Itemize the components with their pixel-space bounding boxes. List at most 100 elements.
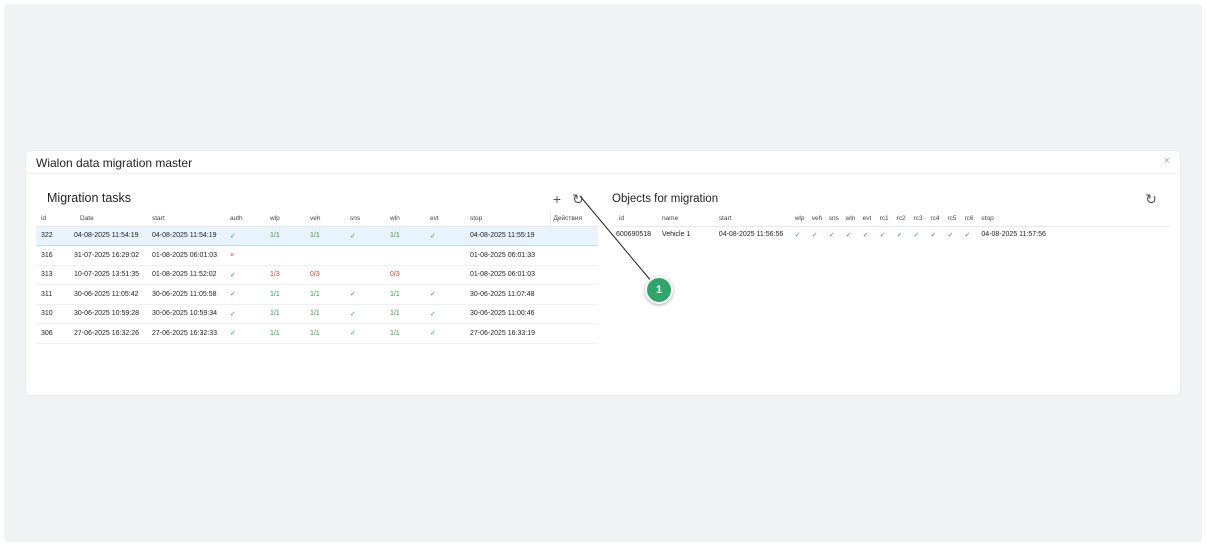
cell-rc1-check-icon: ✓	[879, 231, 886, 239]
refresh-tasks-icon[interactable]: ↻	[572, 190, 584, 207]
cell-rc2-check-icon: ✓	[896, 231, 903, 239]
cell-auth-check-icon: ✓	[230, 304, 270, 324]
col-header-rc3[interactable]: rc3	[913, 212, 931, 227]
col-header-rc5[interactable]: rc5	[947, 212, 965, 227]
cell-wlp: 1/1	[270, 304, 310, 324]
cell-actions	[550, 304, 598, 324]
cell-id: 306	[36, 323, 74, 344]
cell-start: 30-06-2025 10:59:34	[152, 304, 230, 324]
cell-evt-check-icon: ✓	[430, 304, 470, 324]
cell-id: 311	[36, 284, 74, 305]
cell-start: 04-08-2025 11:56:56	[718, 231, 784, 239]
cell-sns-check-icon: ✓	[350, 225, 390, 246]
col-header-veh[interactable]: veh	[811, 212, 829, 227]
table-row[interactable]: 306 27-06-2025 16:32:26 27-06-2025 16:32…	[36, 323, 598, 344]
cell-start: 01-08-2025 11:52:02	[152, 265, 230, 285]
table-row[interactable]: 600690518 Vehicle 1 04-08-2025 11:56:56 …	[616, 226, 1170, 243]
cell-wln	[390, 245, 430, 266]
col-header-rc4[interactable]: rc4	[930, 212, 948, 227]
cell-wln: 1/1	[390, 225, 430, 246]
col-header-wln[interactable]: wln	[390, 212, 430, 227]
cell-name: Vehicle 1	[661, 231, 691, 239]
cell-evt	[430, 245, 470, 266]
tasks-header-row: id Date start auth wlp veh sns wln evt s…	[36, 212, 598, 227]
cell-stop: 04-08-2025 11:55:19	[470, 225, 550, 246]
col-header-wlp[interactable]: wlp	[270, 212, 310, 227]
col-header-stop[interactable]: stop	[981, 212, 1170, 227]
col-header-date[interactable]: Date	[74, 212, 152, 227]
col-header-evt[interactable]: evt	[862, 212, 880, 227]
col-header-sns[interactable]: sns	[350, 212, 390, 227]
cell-actions	[550, 284, 598, 305]
cell-wlp-check-icon: ✓	[794, 231, 801, 239]
cell-auth-check-icon: ✓	[230, 265, 270, 285]
cell-wln: 0/3	[390, 265, 430, 285]
col-header-id[interactable]: id	[616, 212, 662, 227]
refresh-objects-icon[interactable]: ↻	[1145, 190, 1157, 207]
callout-badge: 1	[645, 276, 673, 304]
objects-header-row: id name start wlp veh sns wln evt rc1 rc…	[616, 212, 1170, 227]
cell-stop: 30-06-2025 11:07:48	[470, 284, 550, 305]
col-header-rc6[interactable]: rc6	[964, 212, 982, 227]
cell-sns-check-icon: ✓	[350, 284, 390, 305]
table-row[interactable]: 322 04-08-2025 11:54:19 04-08-2025 11:54…	[36, 225, 598, 246]
col-header-stop[interactable]: stop	[470, 212, 550, 227]
cell-stop: 04-08-2025 11:57:56	[981, 231, 1046, 239]
cell-date: 31-07-2025 16:29:02	[74, 245, 152, 266]
cell-veh	[310, 245, 350, 266]
col-header-start[interactable]: start	[152, 212, 230, 227]
cell-wlp: 1/1	[270, 323, 310, 344]
col-header-rc2[interactable]: rc2	[896, 212, 914, 227]
col-header-evt[interactable]: evt	[430, 212, 470, 227]
cell-evt-check-icon: ✓	[862, 231, 869, 239]
add-task-icon[interactable]: +	[552, 191, 562, 207]
cell-actions	[550, 225, 598, 246]
tasks-table: id Date start auth wlp veh sns wln evt s…	[36, 212, 598, 344]
cell-wlp: 1/1	[270, 284, 310, 305]
cell-id: 322	[36, 225, 74, 246]
cell-rc4-check-icon: ✓	[930, 231, 937, 239]
cell-evt-check-icon: ✓	[430, 284, 470, 305]
col-header-auth[interactable]: auth	[230, 212, 270, 227]
cell-wln: 1/1	[390, 284, 430, 305]
cell-evt-check-icon: ✓	[430, 323, 470, 344]
objects-section-title: Objects for migration	[612, 193, 719, 205]
cell-veh: 1/1	[310, 284, 350, 305]
col-header-veh[interactable]: veh	[310, 212, 350, 227]
cell-id: 316	[36, 245, 74, 266]
cell-wlp: 1/1	[270, 225, 310, 246]
cell-veh: 1/1	[310, 225, 350, 246]
cell-date: 10-07-2025 13:51:35	[74, 265, 152, 285]
table-row[interactable]: 310 30-06-2025 10:59:28 30-06-2025 10:59…	[36, 304, 598, 324]
col-header-actions[interactable]: Действия	[549, 212, 598, 227]
tasks-section-title: Migration tasks	[47, 191, 132, 205]
table-row[interactable]: 311 30-06-2025 11:05:42 30-06-2025 11:05…	[36, 284, 598, 305]
cell-wln: 1/1	[390, 323, 430, 344]
cell-wlp: 1/3	[270, 265, 310, 285]
col-header-rc1[interactable]: rc1	[879, 212, 897, 227]
cell-stop: 01-08-2025 06:01:03	[470, 265, 550, 285]
col-header-start[interactable]: start	[718, 212, 795, 227]
col-header-wln[interactable]: wln	[845, 212, 863, 227]
cell-wlp	[270, 245, 310, 266]
cell-sns-check-icon: ✓	[350, 323, 390, 344]
col-header-id[interactable]: id	[36, 212, 74, 227]
cell-start: 04-08-2025 11:54:19	[152, 225, 230, 246]
cell-date: 04-08-2025 11:54:19	[74, 225, 152, 246]
close-icon[interactable]: ×	[1163, 155, 1170, 167]
cell-start: 27-06-2025 16:32:33	[152, 323, 230, 344]
cell-evt-check-icon: ✓	[430, 225, 470, 246]
cell-stop: 30-06-2025 11:00:46	[470, 304, 550, 324]
cell-stop: 27-06-2025 16:33:19	[470, 323, 550, 344]
cell-evt	[430, 265, 470, 285]
col-header-wlp[interactable]: wlp	[794, 212, 812, 227]
col-header-name[interactable]: name	[661, 212, 719, 227]
dialog-divider	[26, 173, 1180, 174]
cell-start: 30-06-2025 11:05:58	[152, 284, 230, 305]
cell-veh-check-icon: ✓	[811, 231, 818, 239]
col-header-sns[interactable]: sns	[828, 212, 846, 227]
cell-auth-cross-icon: ×	[230, 245, 270, 266]
table-row[interactable]: 316 31-07-2025 16:29:02 01-08-2025 06:01…	[36, 245, 598, 266]
cell-rc5-check-icon: ✓	[947, 231, 954, 239]
table-row[interactable]: 313 10-07-2025 13:51:35 01-08-2025 11:52…	[36, 265, 598, 285]
